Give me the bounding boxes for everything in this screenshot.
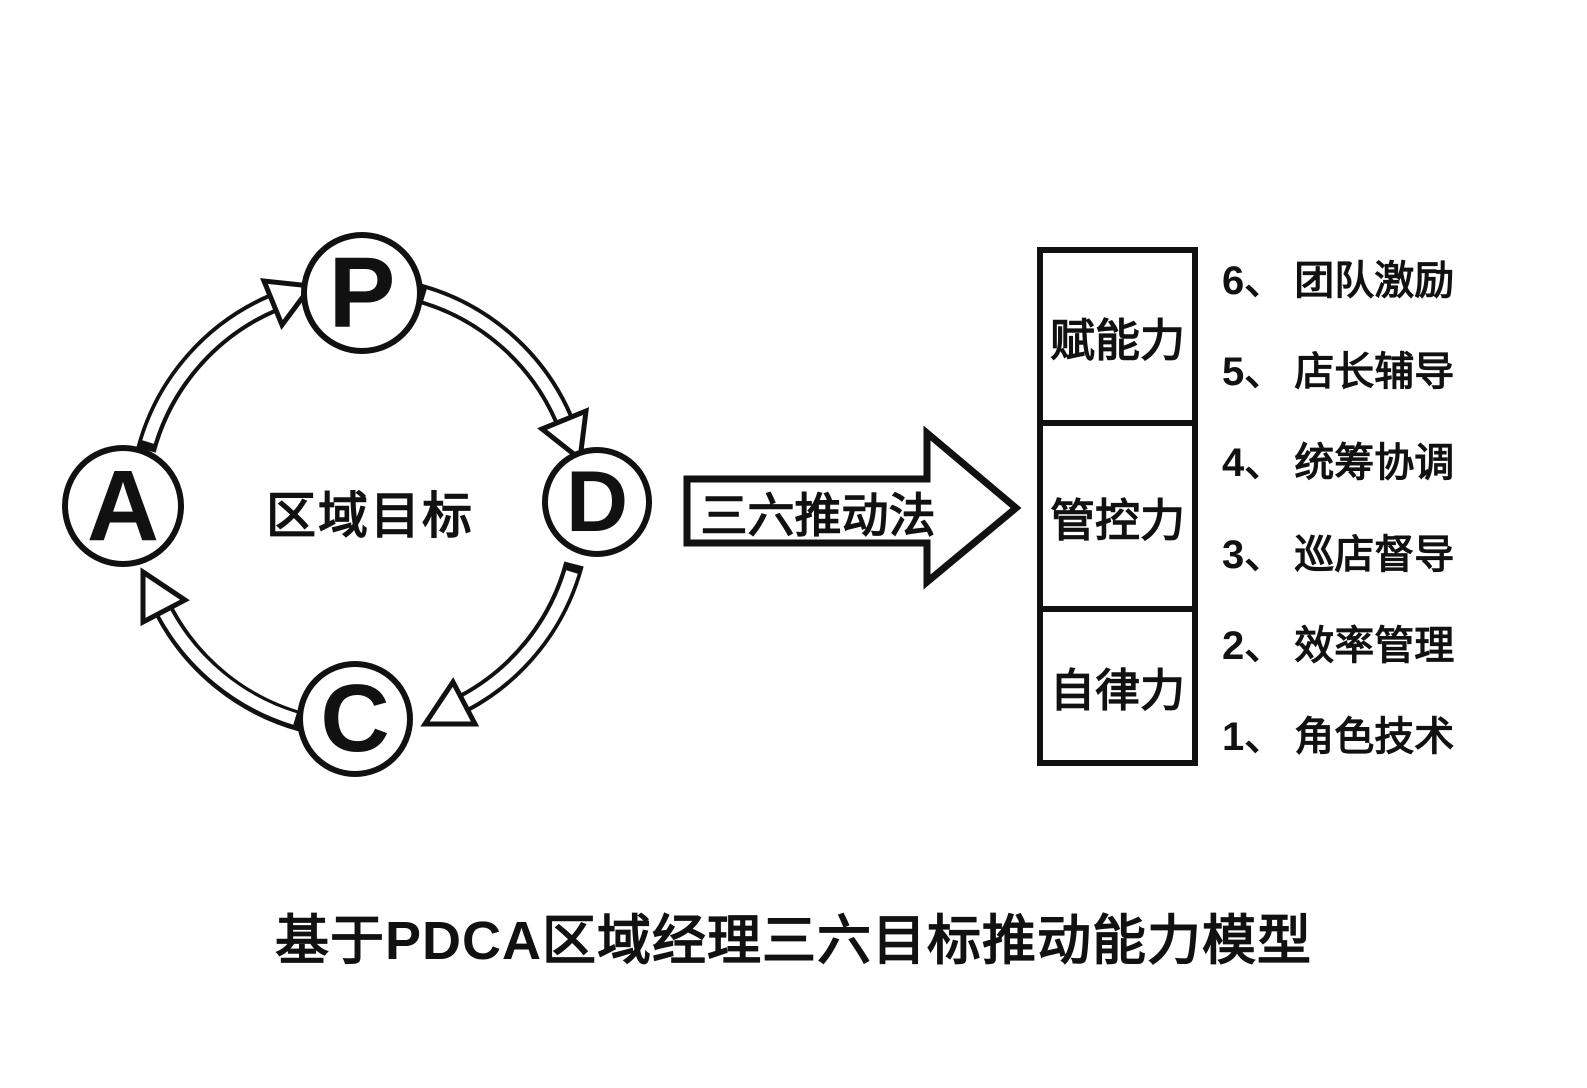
method-arrow-icon [683, 425, 1022, 590]
capability-box-empowerment: 赋能力 [1043, 253, 1192, 426]
skill-item-3-number: 3、 [1222, 533, 1285, 577]
skill-item-6: 6、 团队激励 [1222, 254, 1454, 303]
skill-item-5-label: 店长辅导 [1294, 350, 1455, 394]
capability-box-self-discipline-label: 自律力 [1049, 664, 1185, 716]
skill-item-4-number: 4、 [1222, 441, 1285, 485]
skill-item-3-label: 巡店督导 [1294, 533, 1455, 577]
skill-item-2-label: 效率管理 [1294, 624, 1455, 668]
capability-column: 赋能力 管控力 自律力 [1037, 247, 1198, 766]
skill-item-6-number: 6、 [1222, 259, 1285, 303]
cycle-node-a-label: A [86, 449, 160, 562]
cycle-node-p: P [301, 232, 423, 354]
skill-item-5: 5、 店长辅导 [1222, 345, 1454, 394]
skill-item-1-number: 1、 [1222, 715, 1285, 759]
skill-item-4: 4、 统筹协调 [1222, 436, 1454, 485]
skill-item-3: 3、 巡店督导 [1222, 528, 1454, 577]
cycle-node-a: A [62, 445, 184, 567]
skill-item-2: 2、 效率管理 [1222, 619, 1454, 668]
method-arrow-label: 三六推动法 [700, 488, 936, 542]
cycle-arrow-a-to-p-icon [136, 278, 316, 453]
cycle-center-label: 区域目标 [266, 488, 474, 544]
cycle-arrow-d-to-c-icon [420, 561, 584, 727]
cycle-node-c-label: C [320, 665, 390, 772]
skill-item-6-label: 团队激励 [1294, 259, 1455, 303]
cycle-arrow-c-to-a-icon [140, 567, 305, 732]
skill-item-2-number: 2、 [1222, 624, 1285, 668]
capability-box-control-label: 管控力 [1049, 494, 1185, 546]
skill-item-1: 1、 角色技术 [1222, 710, 1454, 759]
cycle-arrow-p-to-d-icon [415, 283, 590, 464]
capability-box-empowerment-label: 赋能力 [1049, 315, 1185, 366]
cycle-node-d: D [542, 447, 652, 557]
capability-box-self-discipline: 自律力 [1043, 612, 1192, 760]
cycle-node-d-label: D [565, 453, 629, 550]
cycle-node-p-label: P [328, 236, 396, 349]
skill-item-4-label: 统筹协调 [1294, 441, 1455, 485]
capability-box-control: 管控力 [1043, 426, 1192, 612]
skill-item-1-label: 角色技术 [1294, 715, 1455, 759]
cycle-node-c: C [297, 661, 413, 777]
diagram-caption: 基于PDCA区域经理三六目标推动能力模型 [274, 911, 1313, 971]
skill-item-5-number: 5、 [1222, 350, 1285, 394]
